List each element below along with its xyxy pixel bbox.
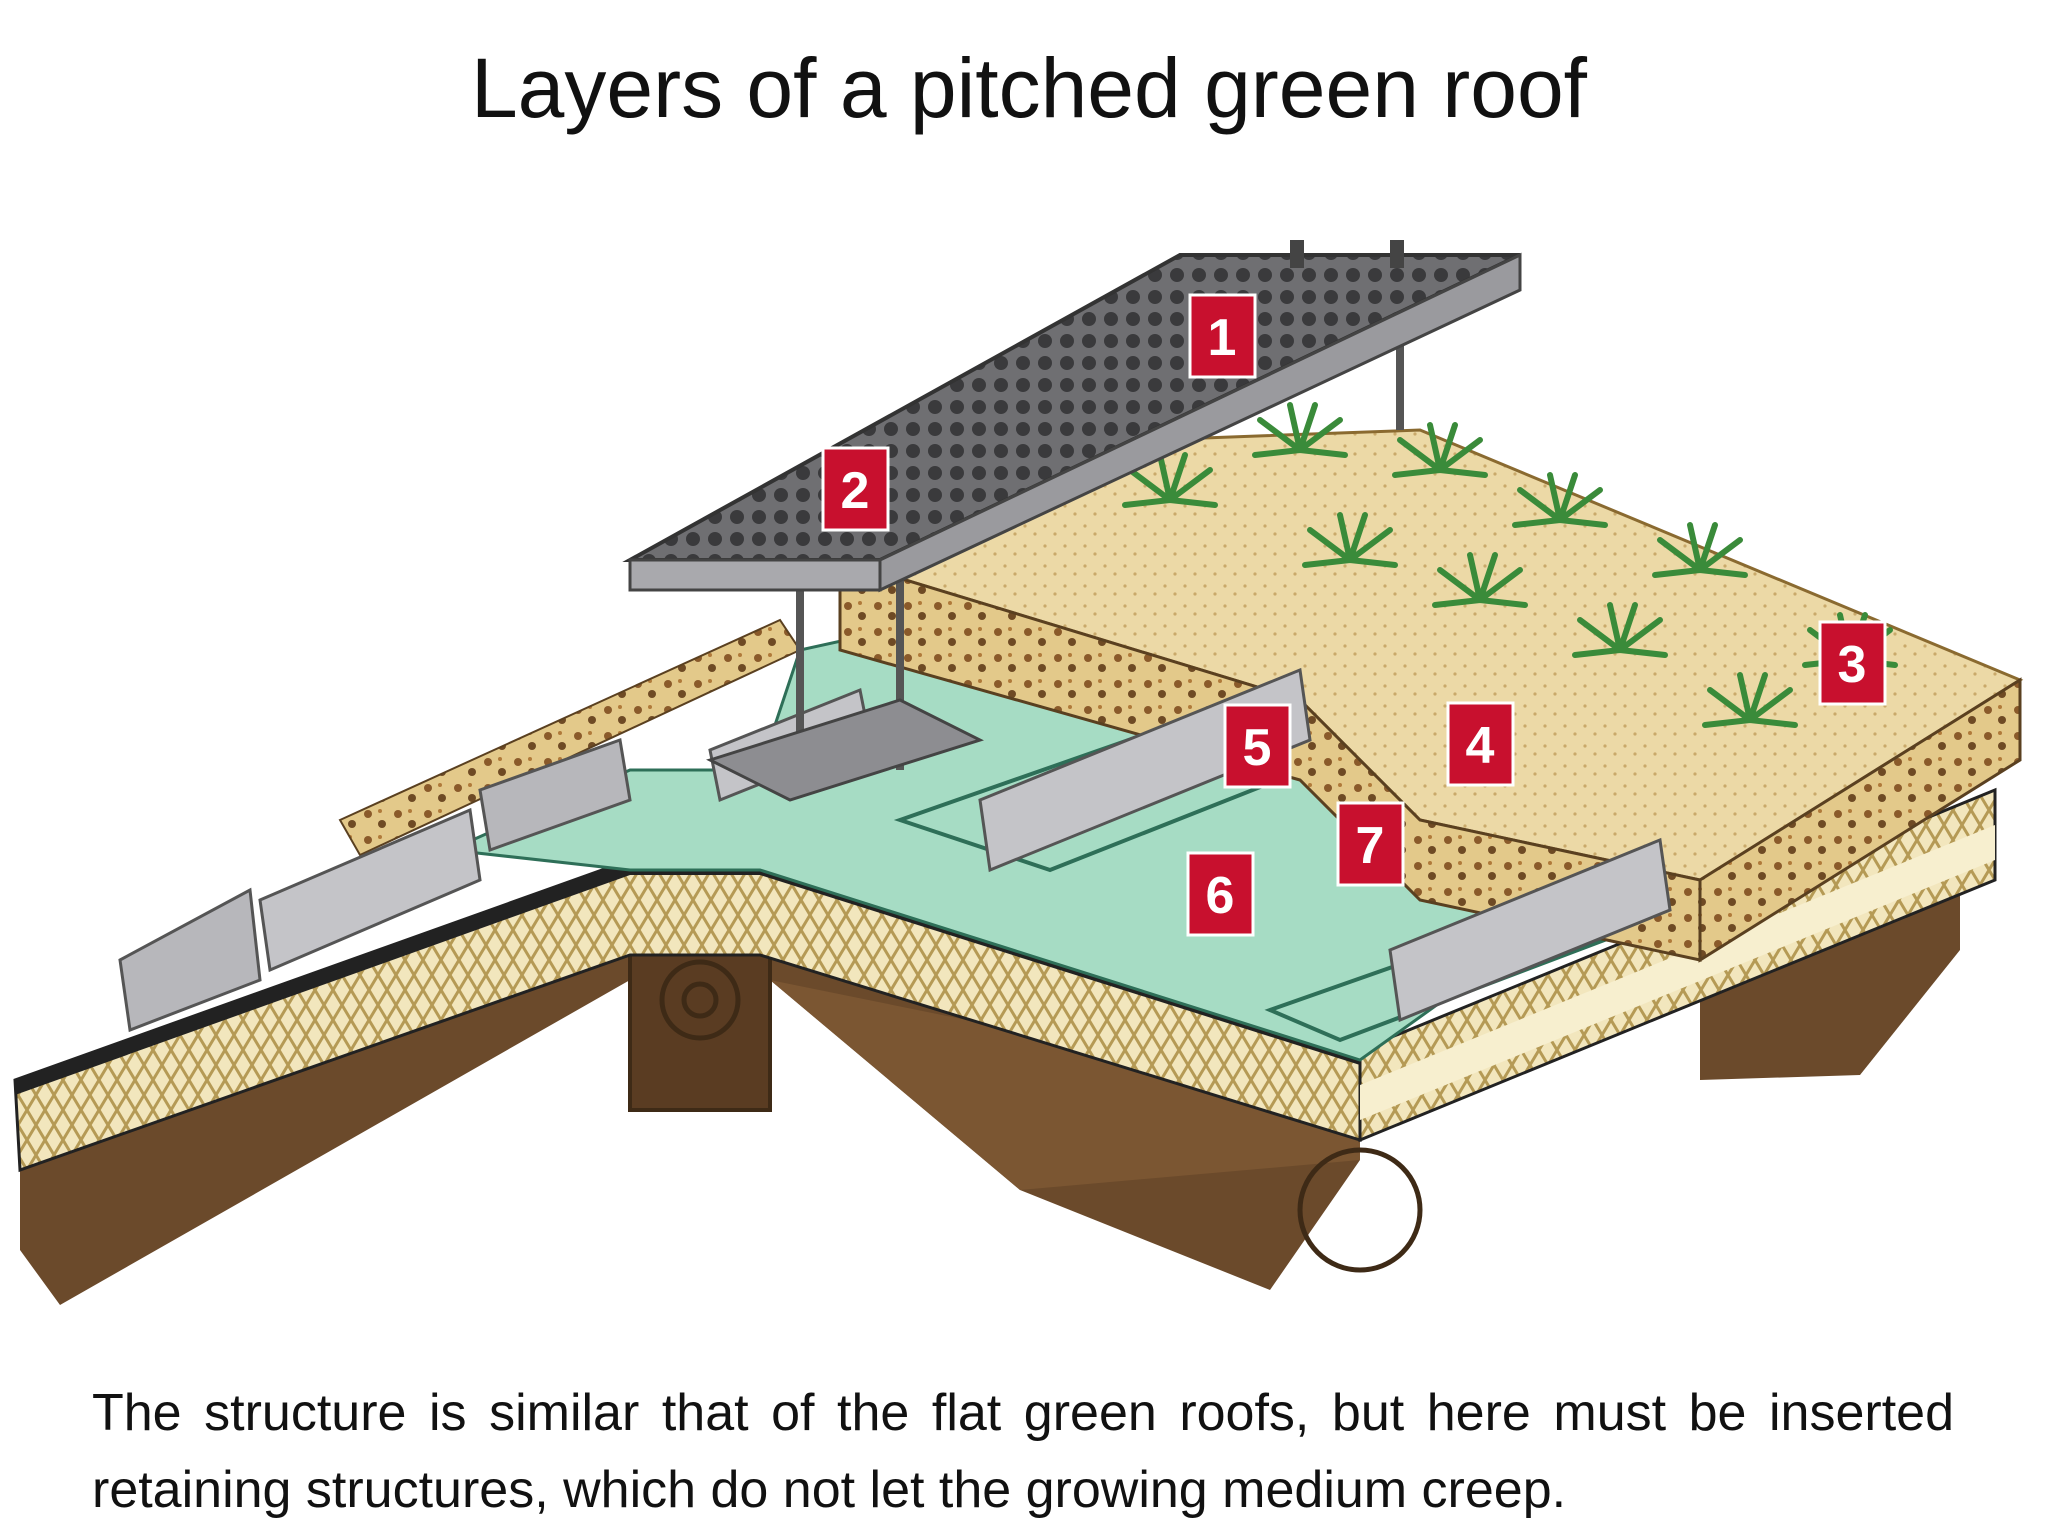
label-5: 5 bbox=[1223, 703, 1292, 789]
label-1: 1 bbox=[1188, 293, 1257, 379]
svg-text:1: 1 bbox=[1208, 309, 1237, 367]
label-7: 7 bbox=[1336, 801, 1405, 887]
label-2: 2 bbox=[821, 446, 890, 532]
label-4: 4 bbox=[1446, 701, 1515, 787]
svg-text:5: 5 bbox=[1243, 719, 1272, 777]
label-3: 3 bbox=[1818, 620, 1887, 706]
svg-text:2: 2 bbox=[841, 462, 870, 520]
svg-text:3: 3 bbox=[1838, 636, 1867, 694]
eave-left bbox=[118, 618, 802, 1033]
page-title: Layers of a pitched green roof bbox=[470, 41, 1588, 135]
caption-text: The structure is similar that of the fla… bbox=[92, 1384, 1954, 1519]
svg-text:7: 7 bbox=[1356, 817, 1385, 875]
substrate-block bbox=[835, 428, 2024, 963]
insulation-layer bbox=[13, 787, 1997, 1173]
label-6: 6 bbox=[1186, 851, 1255, 937]
svg-text:4: 4 bbox=[1466, 717, 1495, 775]
svg-text:6: 6 bbox=[1206, 867, 1235, 925]
